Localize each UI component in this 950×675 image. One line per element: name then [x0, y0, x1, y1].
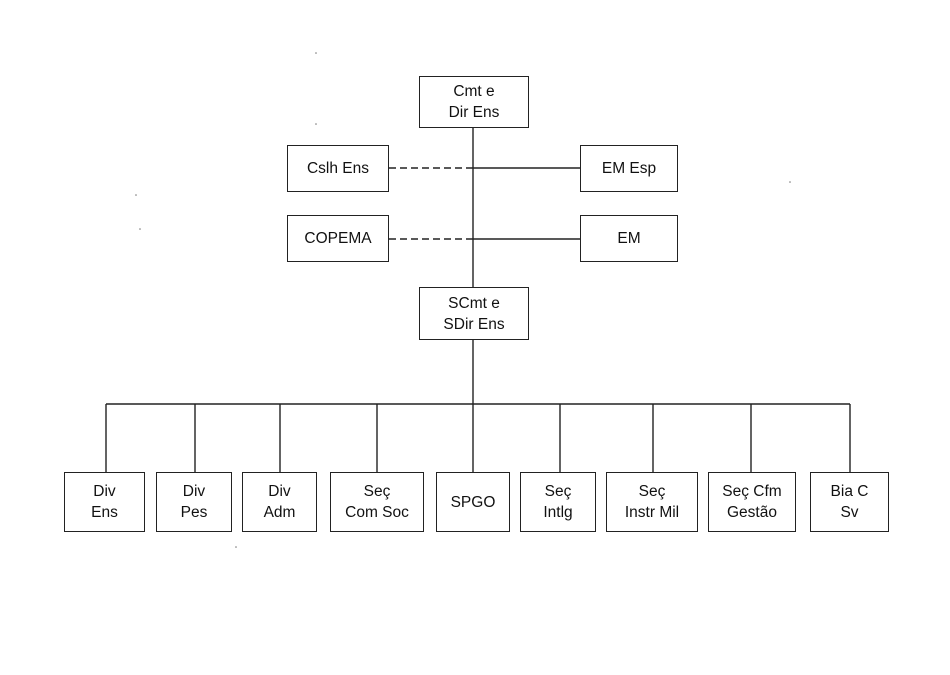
node-line: Dir Ens [448, 104, 500, 121]
node-line: Sv [840, 504, 859, 521]
node-line: Seç [363, 483, 391, 500]
node-line: SDir Ens [443, 315, 505, 333]
node-line: Div [182, 483, 206, 500]
node-line: Div [268, 483, 291, 500]
node-div-ens: Div Ens [64, 472, 145, 532]
node-line: Cslh Ens [306, 160, 370, 177]
node-sec-cfm-gestao: Seç Cfm Gestão [708, 472, 796, 532]
node-line: SPGO [450, 493, 496, 511]
node-line: EM Esp [601, 160, 657, 177]
node-line: Seç [544, 483, 572, 500]
speck [235, 546, 237, 548]
node-line: COPEMA [304, 230, 372, 247]
node-div-pes: Div Pes [156, 472, 232, 532]
node-scmt-sdir-ens: SCmt e SDir Ens [419, 287, 529, 340]
speck [315, 52, 317, 54]
node-div-adm: Div Adm [242, 472, 317, 532]
node-line: Cmt e [453, 83, 495, 100]
node-line: Pes [180, 504, 208, 521]
node-sec-intlg: Seç Intlg [520, 472, 596, 532]
node-line: SCmt e [448, 294, 500, 312]
node-cmt-dir-ens: Cmt e Dir Ens [419, 76, 529, 128]
node-line: Instr Mil [624, 504, 680, 521]
node-line: Ens [91, 504, 118, 521]
speck [789, 181, 791, 183]
node-sec-instr-mil: Seç Instr Mil [606, 472, 698, 532]
node-line: Adm [263, 504, 296, 521]
node-line: Intlg [543, 504, 573, 521]
node-line: Com Soc [345, 504, 409, 521]
node-bia-c-sv: Bia C Sv [810, 472, 889, 532]
node-line: Seç [638, 483, 666, 500]
speck [135, 194, 137, 196]
node-em: EM [580, 215, 678, 262]
node-copema: COPEMA [287, 215, 389, 262]
node-spgo: SPGO [436, 472, 510, 532]
node-line: EM [617, 230, 641, 247]
node-line: Seç Cfm [722, 483, 782, 500]
node-em-esp: EM Esp [580, 145, 678, 192]
speck [139, 228, 141, 230]
node-sec-com-soc: Seç Com Soc [330, 472, 424, 532]
node-line: Gestão [727, 504, 777, 521]
node-line: Div [93, 483, 116, 500]
node-cslh-ens: Cslh Ens [287, 145, 389, 192]
node-line: Bia C [830, 483, 869, 500]
speck [315, 123, 317, 125]
